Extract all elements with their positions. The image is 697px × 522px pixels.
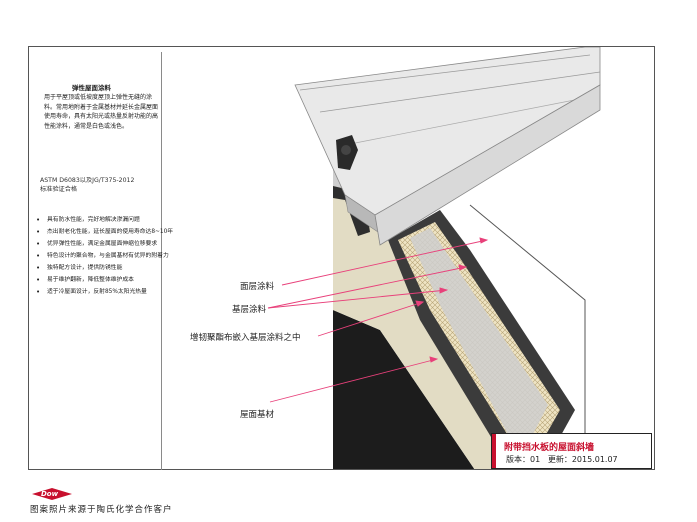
arrow-substrate: [269, 358, 438, 403]
updated-label: 更新：: [547, 455, 572, 464]
version-value: 01: [530, 455, 541, 464]
standard-line-2: 标准验证合格: [40, 186, 78, 193]
feature-item: 易于维护翻新，降低整体维护成本: [36, 274, 226, 286]
arrow-base-coat-2: [267, 289, 448, 309]
top-coat-layer: [410, 228, 548, 448]
drawing-frame: [28, 46, 655, 470]
flashing-line-3: [344, 94, 601, 146]
feature-item: 具有防水性能，完好地解决渗漏问题: [36, 214, 226, 226]
standard-line-1: ASTM D6083以及JG/T375-2012: [40, 177, 135, 184]
feature-item: 特色设计的聚合物，与金属基材有优异的附着力: [36, 250, 226, 262]
arrow-reinforcement: [317, 301, 424, 337]
title-block: 附带挡水板的屋面斜墙 版本：01 更新：2015.01.07: [491, 433, 652, 469]
dow-logo: [32, 488, 72, 500]
footer-note: 图案照片来源于陶氏化学合作客户: [30, 505, 173, 515]
callout-top-coat: 面层涂料: [240, 282, 275, 292]
arrow-head-top-coat: [479, 237, 489, 244]
product-description: 用于平屋顶或低坡度屋顶上弹性无缝的涂料。常用地附着于金属基材并延长金属屋面使用寿…: [44, 94, 159, 130]
feature-item: 独特配方设计，提供防锈性能: [36, 262, 226, 274]
flashing-line-1: [299, 54, 591, 91]
version-info: 版本：01 更新：2015.01.07: [506, 454, 618, 465]
feature-list: 具有防水性能，完好地解决渗漏问题 杰出耐老化性能，延长屋面的使用寿命达8~10年…: [36, 214, 226, 298]
feature-item: 杰出耐老化性能，延长屋面的使用寿命达8~10年: [36, 226, 226, 238]
arrow-head-reinforcement: [415, 300, 425, 307]
dow-logo-text: Dow: [41, 490, 59, 498]
product-title: 弹性屋面涂料: [72, 84, 111, 92]
updated-value: 2015.01.07: [571, 455, 618, 464]
callout-base-coat: 基层涂料: [232, 305, 267, 315]
drawing-title: 附带挡水板的屋面斜墙: [504, 443, 595, 453]
title-block-accent: [492, 434, 496, 468]
arrow-top-coat: [281, 239, 488, 286]
fastener-icon: [341, 145, 351, 155]
flashing-lower-face: [374, 84, 601, 246]
substrate-dark: [333, 310, 475, 469]
feature-item: 适于冷屋面设计，反射85%太阳光热量: [36, 286, 226, 298]
standard-info: ASTM D6083以及JG/T375-2012 标准验证合格: [40, 176, 134, 194]
arrow-head-substrate: [429, 356, 439, 363]
arrow-head-base-coat-1: [458, 264, 468, 271]
arrow-head-base-coat-2: [439, 287, 449, 294]
version-label: 版本：: [506, 455, 530, 464]
wall-outline: [469, 204, 586, 469]
feature-item: 优异弹性性能，满足金属屋面伸缩位移要求: [36, 238, 226, 250]
arrow-base-coat-1: [267, 266, 467, 309]
callout-reinforcement: 增韧聚酯布嵌入基层涂料之中: [190, 333, 301, 343]
flashing-line-2: [319, 71, 601, 113]
callout-substrate: 屋面基材: [240, 410, 275, 420]
